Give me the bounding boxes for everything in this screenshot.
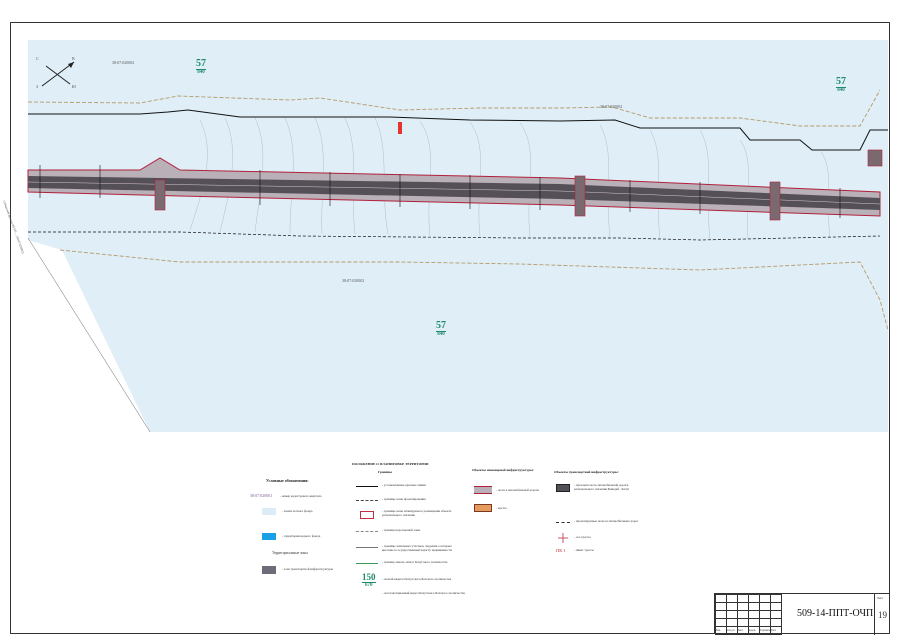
legend-road-swatch	[474, 486, 492, 494]
compass-icon	[41, 61, 75, 87]
stamp-col-0: Изм.	[715, 628, 721, 632]
legend-forest-plot-desc: - лесотаксационный выдел Качугского-Бохс…	[382, 591, 465, 595]
legend-carriageway-desc: - проезжая часть автомобильной дороги ре…	[574, 483, 630, 491]
legend-line-plots	[356, 547, 378, 548]
red-line-top	[28, 109, 888, 151]
picket-ticks	[39, 165, 841, 218]
road-carriageway	[28, 176, 880, 210]
legend-cadastral-number: 38:07:020001	[250, 493, 273, 498]
zone-label-1: 57 840	[196, 58, 206, 75]
left-boundary	[27, 237, 151, 433]
forest-fond-area	[28, 40, 888, 432]
legend-col4-heading: Объекты транспортной инфраструктуры:	[554, 470, 619, 474]
zone-label-2: 57 840	[836, 76, 846, 93]
legend-pk-desc: - пикет трассы	[574, 548, 594, 552]
legend-col2-item-2: - границы зоны планируемого размещения о…	[382, 509, 452, 517]
stamp-col-2: Лист	[737, 628, 744, 632]
legend-col2-sub: Границы	[378, 470, 393, 474]
legend-water-swatch	[262, 533, 276, 540]
bridge-3	[769, 181, 781, 221]
legend-zones-heading: Территориальные зоны	[272, 551, 308, 555]
stamp-sheet-box: Лист 19	[874, 594, 889, 635]
compass-s: Ю	[72, 84, 77, 89]
red-line-bottom	[28, 231, 881, 241]
cadastral-label-1: 38:07:020002	[112, 60, 135, 65]
stamp-sheet-label: Лист	[877, 596, 884, 600]
bridge-2	[574, 175, 586, 217]
stamp-code: 509-14-ППТ-ОЧП	[797, 608, 874, 619]
stamp-sheet-number: 19	[878, 610, 887, 620]
legend-col2-item-0: - установленные красные линии	[382, 483, 426, 487]
legend-water-desc: - территории водного фонда	[282, 534, 321, 538]
stamp-grid	[715, 594, 782, 635]
legend-forest-desc: - земли лесного фонда	[282, 509, 313, 513]
legend-col2-item-4: - границы земельных участков, сведения о…	[382, 544, 452, 552]
title-block: Лист 19 509-14-ППТ-ОЧП Изм. Кол.уч Лист …	[714, 593, 890, 635]
legend-box-zone	[360, 511, 374, 519]
legend-transport-zone-desc: - зона транспортной инфраструктуры	[282, 567, 333, 571]
legend-pk-label: ПК 1	[556, 548, 566, 553]
legend-col2-heading: ПОЛОЖЕНИЕ О ПЛАНИРОВКЕ ТЕРРИТОРИИ	[352, 462, 429, 466]
axis-icon	[558, 533, 568, 543]
stamp-col-5: Дата	[770, 628, 776, 632]
cadastral-label-3: 38:07:020002	[342, 278, 365, 283]
cadastral-label-2: 38:07:020002	[600, 104, 623, 109]
legend-bridge-swatch	[474, 504, 492, 512]
stamp-col-3: №док.	[748, 628, 757, 632]
stamp-col-1: Кол.уч	[726, 628, 735, 632]
legend-carriageway-swatch	[556, 484, 570, 492]
legend-title: Условные обозначения:	[266, 478, 309, 483]
legend-forest-quarter: 150 670	[362, 572, 376, 588]
legend-pipe-line	[556, 522, 570, 523]
compass-w: З	[36, 84, 39, 89]
design-zone-bottom	[59, 249, 889, 331]
legend-road-desc: - полоса автомобильной дороги	[496, 488, 539, 492]
contour-lines	[189, 117, 831, 240]
legend-line-design	[356, 500, 378, 501]
compass: С В З Ю	[36, 56, 78, 90]
design-zone-top	[27, 89, 881, 127]
legend-pipe-desc: - проектируемые полосы автомобильных дор…	[574, 519, 639, 523]
legend-line-red	[356, 486, 378, 487]
legend-axis-desc: - ось трассы	[574, 535, 591, 539]
stamp-col-4: Подпись	[759, 628, 771, 632]
legend-cadastral-desc: - номер кадастрового квартала	[280, 494, 322, 498]
legend-col2-item-1: - границы зоны проектирования	[382, 497, 426, 501]
legend-line-reserve	[356, 563, 378, 564]
legend-col3-heading: Объекты инженерной инфраструктуры:	[472, 468, 534, 472]
bridge-1	[154, 179, 166, 211]
zone-label-3: 57 840	[436, 320, 446, 337]
legend-forest-quarter-desc: - лесной квартал Качугского-Бохского лес…	[382, 577, 452, 581]
water-marker	[398, 122, 402, 134]
compass-e: В	[72, 56, 75, 61]
drawing-frame	[10, 22, 890, 634]
legend-col2-item-3: - граница водоохраной зоны	[382, 528, 421, 532]
legend-transport-zone-swatch	[262, 566, 276, 574]
legend-forest-swatch	[262, 508, 276, 515]
bridge-4	[867, 149, 883, 167]
legend-line-water	[356, 531, 378, 532]
stamp-cols: Изм. Кол.уч Лист №док. Подпись Дата	[715, 628, 781, 632]
legend-col2-item-5: - граница земель запаса Качугского лесни…	[382, 560, 448, 564]
legend-bridge-desc: - мосты	[496, 506, 507, 510]
compass-n: С	[36, 56, 39, 61]
